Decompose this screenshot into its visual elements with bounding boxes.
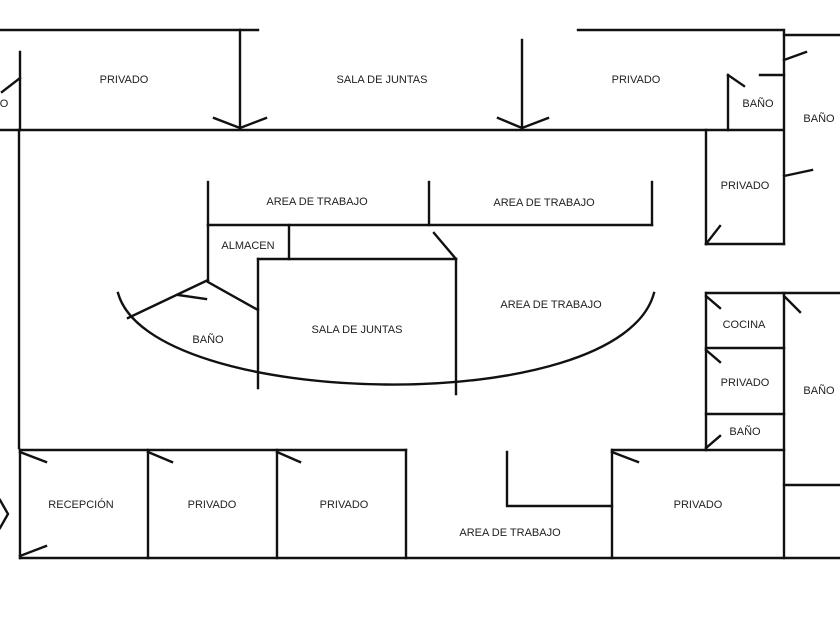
curved-wall [116,291,656,386]
wall [0,498,10,530]
door-swing [126,278,210,320]
door-swing [176,293,208,301]
door-swing [704,294,722,310]
door-swing [496,116,550,130]
door-swing [18,544,48,558]
label-area-trabajo-3: AREA DE TRABAJO [500,299,602,311]
label-privado-top-left: PRIVADO [100,74,149,86]
door-swing [206,280,260,312]
label-area-trabajo-1: AREA DE TRABAJO [266,196,368,208]
door-swing [0,76,22,94]
label-privado-bottom-right: PRIVADO [674,499,723,511]
label-area-trabajo-bottom: AREA DE TRABAJO [459,527,561,539]
label-privado-right-mid: PRIVADO [721,377,770,389]
door-swing [146,450,174,464]
door-swing [275,450,302,464]
door-swing [212,116,268,130]
door-swing [782,168,814,178]
doors [0,28,814,558]
label-privado-right-upper: PRIVADO [721,180,770,192]
label-almacen: ALMACEN [221,240,274,252]
label-privado-bottom-2: PRIVADO [320,499,369,511]
label-o-cut: O [0,98,9,110]
label-bano-center: BAÑO [192,333,224,346]
label-sala-juntas-center: SALA DE JUNTAS [312,324,403,336]
door-swing [610,450,640,464]
door-swing [782,50,808,62]
door-swing [704,348,722,364]
wall [505,450,614,508]
door-swing [704,434,722,450]
door-swing [726,73,746,88]
door-swing [704,224,722,246]
walls [0,28,840,560]
label-bano-top-small: BAÑO [742,97,774,110]
door-swing [782,294,802,314]
label-privado-bottom-1: PRIVADO [188,499,237,511]
label-recepcion: RECEPCIÓN [48,498,113,511]
label-bano-right-small: BAÑO [729,425,761,438]
door-swing [18,450,48,464]
label-bano-top-right: BAÑO [803,112,835,125]
room-labels: O PRIVADO SALA DE JUNTAS PRIVADO BAÑO BA… [0,74,835,539]
door-swing [432,231,458,261]
label-privado-top-right: PRIVADO [612,74,661,86]
label-area-trabajo-2: AREA DE TRABAJO [493,197,595,209]
label-bano-right-large: BAÑO [803,384,835,397]
label-sala-juntas-top: SALA DE JUNTAS [337,74,428,86]
label-cocina: COCINA [723,319,766,331]
